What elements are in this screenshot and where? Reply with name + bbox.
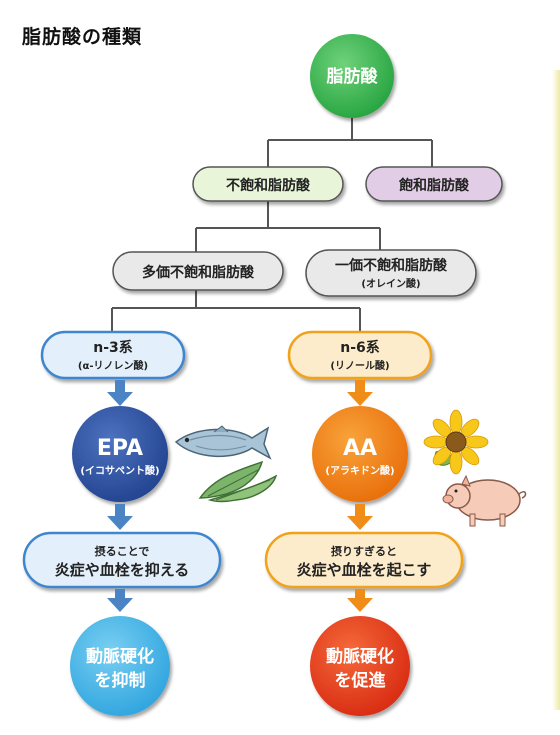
unsaturated-box xyxy=(192,166,344,202)
right-result-line2: を促進 xyxy=(335,670,386,691)
epa-circle xyxy=(72,406,168,502)
polyunsaturated-label: 多価不飽和脂肪酸 xyxy=(142,264,255,281)
left-effect-line2: 炎症や血栓を抑える xyxy=(55,561,190,579)
monounsaturated-box xyxy=(305,249,477,297)
monounsaturated-sublabel: (オレイン酸) xyxy=(361,277,420,290)
aa-circle xyxy=(312,406,408,502)
left-result-line1: 動脈硬化 xyxy=(86,646,154,667)
polyunsaturated-box xyxy=(112,251,284,291)
page-title: 脂肪酸の種類 xyxy=(22,26,143,48)
n6-label: n-6系 xyxy=(340,339,380,356)
connector-lines xyxy=(111,112,433,332)
right-effect-box xyxy=(264,531,464,589)
n3-box xyxy=(40,330,186,380)
right-effect-line1: 摂りすぎると xyxy=(331,544,397,558)
arrow-left-effect-to-result xyxy=(107,589,133,612)
right-result-circle xyxy=(310,616,410,716)
pig-icon xyxy=(442,474,527,527)
left-result-line2: を抑制 xyxy=(95,670,146,691)
root-node-label: 脂肪酸 xyxy=(327,66,379,87)
saturated-label: 飽和脂肪酸 xyxy=(398,177,470,194)
left-effect-line1: 摂ることで xyxy=(95,544,150,558)
left-effect-box xyxy=(22,531,222,589)
seaweed-icon xyxy=(198,460,278,503)
n3-label: n-3系 xyxy=(93,339,133,356)
epa-sublabel: (イコサペント酸) xyxy=(80,464,159,477)
epa-label: EPA xyxy=(97,436,143,461)
n6-sublabel: (リノール酸) xyxy=(330,359,389,372)
arrow-n6-to-aa xyxy=(347,380,373,406)
arrow-aa-to-effect xyxy=(347,504,373,530)
sunflower-icon xyxy=(423,409,489,475)
monounsaturated-label: 一価不飽和脂肪酸 xyxy=(335,257,448,274)
root-node-circle xyxy=(310,34,394,118)
right-effect-line2: 炎症や血栓を起こす xyxy=(297,561,432,579)
aa-sublabel: (アラキドン酸) xyxy=(325,464,394,477)
arrow-right-effect-to-result xyxy=(347,589,373,612)
n3-sublabel: (α-リノレン酸) xyxy=(78,359,148,372)
n6-box xyxy=(287,330,433,380)
arrow-epa-to-effect xyxy=(107,504,133,530)
fish-icon xyxy=(174,425,272,460)
page-edge-decoration xyxy=(552,70,560,710)
unsaturated-label: 不飽和脂肪酸 xyxy=(226,177,311,194)
saturated-box xyxy=(365,166,503,202)
aa-label: AA xyxy=(343,436,377,461)
left-result-circle xyxy=(70,616,170,716)
arrow-n3-to-epa xyxy=(107,380,133,406)
right-result-line1: 動脈硬化 xyxy=(326,646,394,667)
